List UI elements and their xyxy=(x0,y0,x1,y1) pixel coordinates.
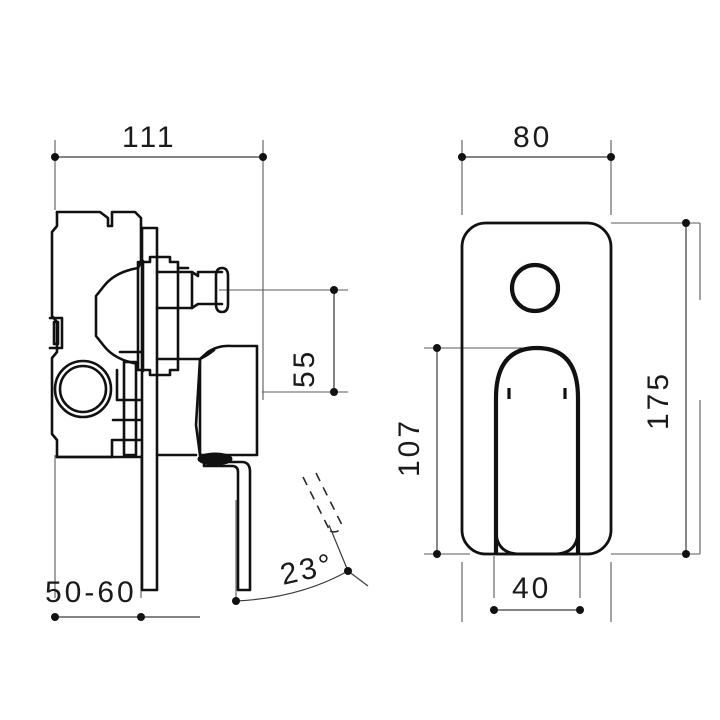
wall-plate xyxy=(140,226,159,592)
seal-ring-outer xyxy=(53,359,113,419)
dim-endpoint-dot xyxy=(433,550,441,558)
dimension-107: 107 xyxy=(393,344,441,558)
flange-foot xyxy=(115,368,143,402)
dimension-107-label: 107 xyxy=(393,418,426,477)
dimension-50-60: 50-60 xyxy=(45,576,200,621)
dimension-111: 111 xyxy=(51,121,267,161)
spindle-housing-left xyxy=(94,266,140,366)
dim-endpoint-dot xyxy=(458,153,466,161)
seal-ring-inner xyxy=(58,364,108,414)
diverter-button-ring xyxy=(509,262,561,314)
dimension-55-label: 55 xyxy=(288,349,321,388)
dim-endpoint-dot xyxy=(607,153,615,161)
angle-arc xyxy=(235,570,349,602)
dim-endpoint-dot xyxy=(137,613,145,621)
dimension-80: 80 xyxy=(458,121,615,161)
dim-endpoint-dot xyxy=(490,606,498,614)
side-view-geometry xyxy=(48,210,259,592)
dim-endpoint-dot xyxy=(51,153,59,161)
dimension-175-label: 175 xyxy=(642,371,675,430)
dim-endpoint-dot xyxy=(433,344,441,352)
side-view: 111 55 50-60 xyxy=(45,121,369,621)
angle-leader-line xyxy=(347,570,369,587)
dimension-40: 40 xyxy=(490,572,584,614)
dim-endpoint-dot xyxy=(51,613,59,621)
handle-block-top-curve xyxy=(198,348,216,361)
side-port-inner xyxy=(52,320,60,346)
handle-outline-top xyxy=(493,345,581,554)
dim-endpoint-dot xyxy=(330,286,338,294)
dim-endpoint-dot xyxy=(682,219,690,227)
body-lower-step xyxy=(55,438,143,459)
spigot-top xyxy=(155,270,224,278)
dim-endpoint-dot xyxy=(344,567,352,575)
dimension-175: 175 xyxy=(642,219,690,558)
spindle-collar xyxy=(136,255,180,377)
front-view-geometry xyxy=(460,221,613,556)
dimension-40-label: 40 xyxy=(512,572,551,605)
front-view: 80 175 107 40 xyxy=(393,121,701,622)
lever-arm xyxy=(202,460,252,592)
dim-endpoint-dot xyxy=(232,597,240,605)
dimension-50-60-label: 50-60 xyxy=(45,576,137,609)
side-port xyxy=(48,316,64,350)
dim-endpoint-dot xyxy=(682,550,690,558)
angle-ray-line xyxy=(328,524,349,572)
dim-endpoint-dot xyxy=(259,153,267,161)
handle-bottom-radius xyxy=(494,529,580,556)
dimension-111-label: 111 xyxy=(122,121,177,154)
dim-endpoint-dot xyxy=(330,388,338,396)
mid-plate xyxy=(122,360,138,457)
handle-block-inner-edge xyxy=(194,357,202,457)
dim-endpoint-dot xyxy=(576,606,584,614)
handle-block-outline xyxy=(155,344,259,457)
spigot-end-cap xyxy=(214,266,230,314)
lever-pivot-nub xyxy=(197,452,233,466)
dimension-80-label: 80 xyxy=(513,121,552,154)
dimension-55: 55 xyxy=(288,286,338,396)
spigot-bottom xyxy=(155,302,224,310)
